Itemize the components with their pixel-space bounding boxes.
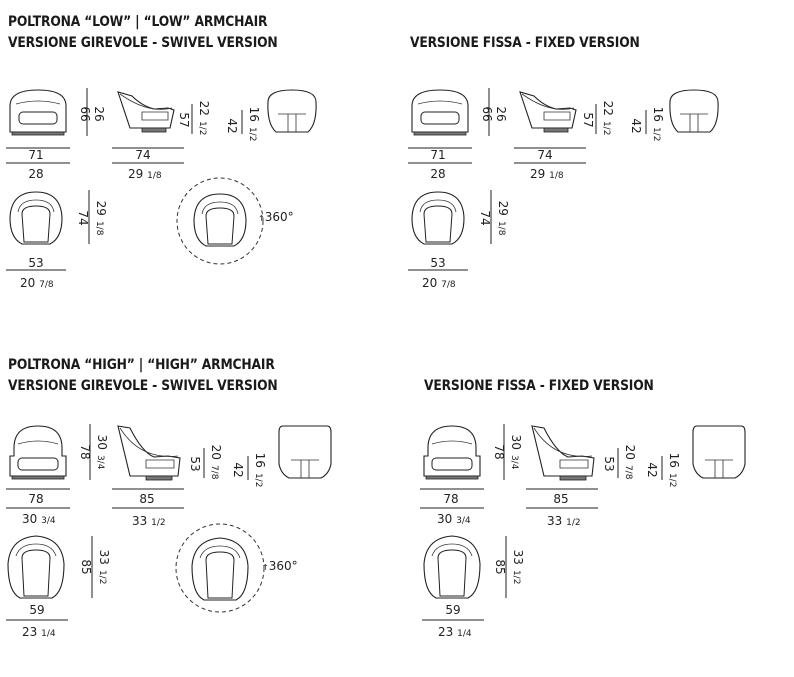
high-swivel-top-depth-in: 33 1/2 [96, 550, 115, 585]
high-swivel-side-depth-in: 33 1/2 [132, 514, 166, 528]
high-swivel-heading: VERSIONE GIREVOLE - SWIVEL VERSION [8, 378, 278, 394]
low-swivel-arm-height-cm: 42 [225, 118, 239, 133]
high-fixed-side-depth-in: 33 1/2 [547, 514, 581, 528]
high-fixed-top-width-cm: 59 [445, 603, 460, 617]
high-armchair-title: POLTRONA “HIGH” | “HIGH” ARMCHAIR [8, 357, 275, 373]
high-fixed-front-view [423, 425, 481, 480]
low-fixed-heading: VERSIONE FISSA - FIXED VERSION [410, 35, 640, 51]
low-fixed-front-height-in: 26 [494, 106, 508, 121]
low-fixed-top-width-in: 20 7/8 [422, 276, 456, 290]
low-fixed-top-depth-in: 29 1/8 [495, 201, 514, 236]
high-fixed-heading: VERSIONE FISSA - FIXED VERSION [424, 378, 654, 394]
low-fixed-side-view [519, 91, 577, 133]
high-swivel-arm-height-cm: 42 [231, 462, 245, 477]
high-swivel-top-view [7, 535, 65, 599]
low-swivel-top-view [9, 191, 63, 245]
high-swivel-seat-height-in: 20 7/8 [208, 445, 227, 480]
high-fixed-top-width-in: 23 1/4 [438, 625, 472, 639]
high-swivel-rotation-circle [175, 523, 265, 613]
high-fixed-front-height-in: 30 3/4 [508, 435, 527, 470]
low-fixed-top-depth-cm: 74 [478, 210, 492, 225]
low-fixed-top-width-cm: 53 [430, 256, 445, 270]
high-swivel-top-width-cm: 59 [29, 603, 44, 617]
high-fixed-arm-height-cm: 42 [645, 462, 659, 477]
high-fixed-front-width-cm: 78 [443, 492, 458, 506]
low-swivel-front-width-in: 28 [28, 167, 43, 181]
low-swivel-seat-height-in: 22 1/2 [196, 101, 215, 136]
high-fixed-top-view [423, 535, 481, 599]
low-swivel-heading: VERSIONE GIREVOLE - SWIVEL VERSION [8, 35, 278, 51]
low-swivel-rotation-circle [176, 177, 264, 265]
low-fixed-seat-height-in: 22 1/2 [600, 101, 619, 136]
low-fixed-front-view [411, 89, 469, 136]
high-swivel-side-depth-cm: 85 [139, 492, 154, 506]
high-fixed-top-depth-in: 33 1/2 [510, 550, 529, 585]
low-swivel-front-height-cm: 66 [78, 106, 92, 121]
low-swivel-side-view [117, 91, 175, 133]
low-swivel-top-depth-in: 29 1/8 [93, 201, 112, 236]
high-swivel-back-view [278, 425, 332, 479]
high-fixed-back-view [692, 425, 746, 479]
high-swivel-front-view [9, 425, 67, 480]
low-swivel-side-depth-in: 29 1/8 [128, 167, 162, 181]
high-fixed-top-depth-cm: 85 [493, 559, 507, 574]
high-swivel-top-depth-cm: 85 [79, 559, 93, 574]
high-fixed-arm-height-in: 16 1/2 [666, 453, 685, 488]
low-fixed-side-depth-cm: 74 [537, 148, 552, 162]
high-fixed-front-height-cm: 78 [492, 444, 506, 459]
low-swivel-arm-height-in: 16 1/2 [246, 107, 265, 142]
high-swivel-rotated-top-view [191, 537, 249, 601]
low-fixed-arm-height-in: 16 1/2 [650, 107, 669, 142]
high-swivel-front-width-in: 30 3/4 [22, 512, 56, 526]
high-fixed-front-width-in: 30 3/4 [437, 512, 471, 526]
high-fixed-seat-height-cm: 53 [602, 456, 616, 471]
high-swivel-top-width-in: 23 1/4 [22, 625, 56, 639]
low-fixed-arm-height-cm: 42 [629, 118, 643, 133]
high-swivel-front-width-cm: 78 [28, 492, 43, 506]
low-swivel-front-height-in: 26 [92, 106, 106, 121]
low-armchair-title: POLTRONA “LOW” | “LOW” ARMCHAIR [8, 14, 268, 30]
high-swivel-seat-height-cm: 53 [188, 456, 202, 471]
low-swivel-side-depth-cm: 74 [135, 148, 150, 162]
low-swivel-back-view [267, 89, 317, 133]
high-swivel-front-height-cm: 78 [78, 444, 92, 459]
high-swivel-side-view [117, 425, 181, 481]
low-swivel-front-view [9, 89, 67, 136]
low-fixed-seat-height-cm: 57 [581, 112, 595, 127]
high-fixed-side-view [531, 425, 595, 481]
low-fixed-side-depth-in: 29 1/8 [530, 167, 564, 181]
low-fixed-top-view [411, 191, 465, 245]
low-fixed-front-height-cm: 66 [480, 106, 494, 121]
high-fixed-seat-height-in: 20 7/8 [622, 445, 641, 480]
low-swivel-front-width-cm: 71 [28, 148, 43, 162]
low-swivel-top-width-cm: 53 [28, 256, 43, 270]
low-fixed-front-width-in: 28 [430, 167, 445, 181]
high-swivel-rotation-label: ↑360° [262, 559, 298, 573]
low-swivel-seat-height-cm: 57 [177, 112, 191, 127]
high-swivel-front-height-in: 30 3/4 [94, 435, 113, 470]
low-swivel-rotation-label: ↑360° [258, 210, 294, 224]
low-fixed-back-view [669, 89, 719, 133]
high-swivel-arm-height-in: 16 1/2 [252, 453, 271, 488]
low-swivel-top-depth-cm: 74 [76, 210, 90, 225]
low-fixed-front-width-cm: 71 [430, 148, 445, 162]
high-fixed-side-depth-cm: 85 [553, 492, 568, 506]
low-swivel-top-width-in: 20 7/8 [20, 276, 54, 290]
low-swivel-rotated-top-view [193, 193, 247, 247]
